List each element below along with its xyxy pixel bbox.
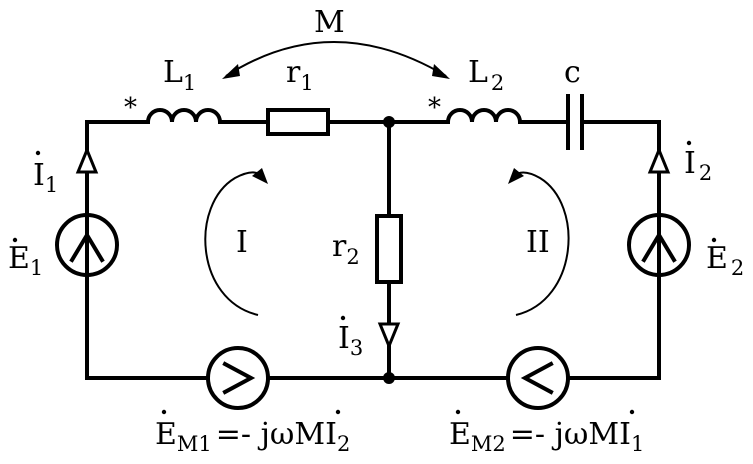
inductor-l1 bbox=[145, 108, 223, 125]
loop-arrow-2 bbox=[508, 168, 570, 316]
svg-text:E2: E2 bbox=[706, 241, 744, 280]
source-e1 bbox=[55, 213, 119, 277]
source-em1 bbox=[206, 346, 270, 410]
svg-text:E1: E1 bbox=[8, 241, 43, 280]
label-i3: I3 bbox=[338, 315, 363, 360]
label-loop-2: II bbox=[526, 225, 550, 260]
label-em2: EM2=- jωMI1 bbox=[449, 409, 644, 456]
current-arrow-i3 bbox=[377, 322, 401, 350]
wires bbox=[85, 120, 661, 380]
loop-arrow-1 bbox=[204, 168, 268, 316]
mutual-arrow bbox=[222, 41, 450, 79]
current-arrow-i1 bbox=[75, 146, 99, 174]
svg-text:EM1=- jωMI2: EM1=- jωMI2 bbox=[155, 417, 350, 456]
node-top bbox=[383, 116, 395, 128]
current-arrow-i2 bbox=[647, 146, 671, 174]
label-loop-1: I bbox=[236, 225, 248, 260]
label-e1: E1 bbox=[8, 237, 43, 280]
resistor-r1 bbox=[266, 108, 330, 136]
capacitor bbox=[566, 94, 584, 150]
svg-text:I3: I3 bbox=[338, 321, 363, 360]
svg-text:I2: I2 bbox=[684, 146, 712, 185]
star-marker-l2: * bbox=[428, 93, 441, 123]
label-l1: L1 bbox=[163, 55, 196, 95]
inductor-l2 bbox=[445, 108, 523, 125]
label-em1: EM1=- jωMI2 bbox=[155, 409, 350, 456]
node-bottom bbox=[383, 372, 395, 384]
label-capacitor: c bbox=[564, 55, 581, 90]
resistor-r2 bbox=[375, 214, 403, 284]
label-mutual: M bbox=[314, 5, 345, 40]
star-marker-l1: * bbox=[124, 93, 137, 123]
label-r1: r1 bbox=[286, 55, 314, 95]
svg-text:EM2=- jωMI1: EM2=- jωMI1 bbox=[449, 417, 644, 456]
svg-text:I1: I1 bbox=[33, 158, 58, 197]
label-i1: I1 bbox=[33, 150, 58, 197]
source-em2 bbox=[506, 346, 570, 410]
label-r2: r2 bbox=[332, 229, 360, 269]
source-e2 bbox=[627, 213, 691, 277]
